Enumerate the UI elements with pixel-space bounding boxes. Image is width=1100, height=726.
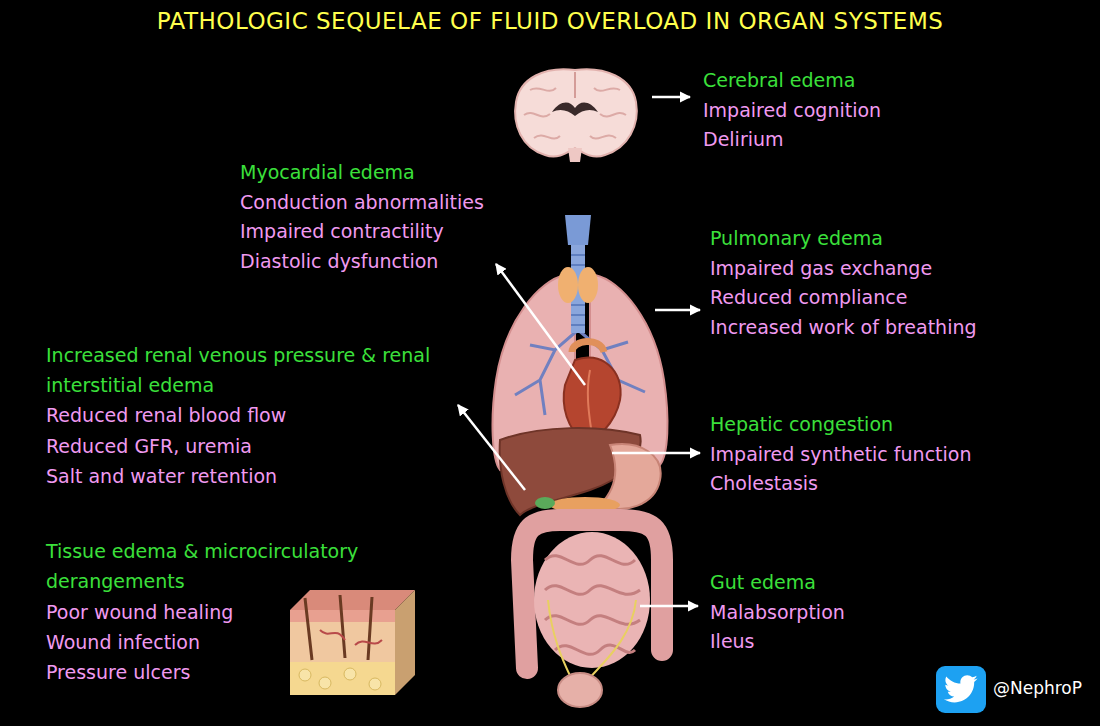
thyroid (558, 267, 598, 303)
callout-heading: Increased renal venous pressure & renal … (46, 340, 506, 400)
skin-block-part (395, 590, 415, 695)
callout-group: Pulmonary edemaImpaired gas exchangeRedu… (710, 224, 977, 343)
brain-part (515, 69, 637, 156)
callout-item: Wound infection (46, 627, 426, 657)
stomach (535, 444, 661, 513)
callout-item: Malabsorption (710, 598, 845, 628)
callout-heading: Myocardial edema (240, 158, 484, 188)
callout-item: Increased work of breathing (710, 313, 977, 343)
callout-item: Impaired gas exchange (710, 254, 977, 284)
callout-group: Cerebral edemaImpaired cognitionDelirium (703, 66, 881, 155)
author-handle: @NephroP (993, 678, 1082, 698)
callout-group: Myocardial edemaConduction abnormalities… (240, 158, 484, 277)
callout-heading: Tissue edema & microcirculatory derangem… (46, 536, 426, 597)
title: PATHOLOGIC SEQUELAE OF FLUID OVERLOAD IN… (0, 8, 1100, 34)
stomach-part (535, 497, 555, 509)
skin-block-part (290, 590, 415, 610)
callout-item: Reduced compliance (710, 283, 977, 313)
leader-arrow-part (458, 405, 525, 490)
thyroid-part (558, 267, 578, 303)
skin-block-part (319, 677, 331, 689)
brain-part (568, 148, 582, 162)
callout-item: Conduction abnormalities (240, 188, 484, 218)
heart-part (572, 341, 604, 352)
callout-heading: Gut edema (710, 568, 845, 598)
intestines-part (522, 520, 662, 668)
brain (515, 69, 637, 162)
callout-item: Delirium (703, 125, 881, 155)
callout-group: Gut edemaMalabsorptionIleus (710, 568, 845, 657)
twitter-icon-part (944, 675, 978, 702)
intestines-part (545, 556, 640, 655)
callout-item: Diastolic dysfunction (240, 247, 484, 277)
callout-item: Cholestasis (710, 469, 971, 499)
skin-block-part (369, 678, 381, 690)
skin-block (290, 590, 415, 695)
callout-heading: Pulmonary edema (710, 224, 977, 254)
callout-item: Salt and water retention (46, 461, 506, 491)
callout-heading: Hepatic congestion (710, 410, 971, 440)
leader-arrow-part (640, 605, 698, 608)
callout-group: Tissue edema & microcirculatory derangem… (46, 536, 426, 687)
callout-item: Reduced GFR, uremia (46, 431, 506, 461)
callout-heading: Cerebral edema (703, 66, 881, 96)
callout-item: Reduced renal blood flow (46, 400, 506, 430)
leader-arrow-part (496, 264, 585, 385)
intestines-part (534, 532, 650, 668)
callout-item: Impaired cognition (703, 96, 881, 126)
leader-arrow (458, 97, 700, 606)
brain-part (524, 88, 626, 139)
skin-block-part (305, 595, 372, 660)
leader-arrow-part (652, 96, 690, 99)
brain-part (574, 72, 576, 98)
callout-group: Hepatic congestionImpaired synthetic fun… (710, 410, 971, 499)
thyroid-part (578, 267, 598, 303)
twitter-icon-part (936, 666, 986, 713)
skin-block-part (320, 630, 382, 645)
skin-block-part (290, 662, 395, 695)
callout-item: Pressure ulcers (46, 657, 426, 687)
callout-item: Impaired contractility (240, 217, 484, 247)
skin-block-part (299, 669, 311, 681)
callout-item: Impaired synthetic function (710, 440, 971, 470)
skin-block-part (344, 668, 356, 680)
heart-part (588, 370, 592, 435)
intestines (522, 520, 662, 707)
leader-arrow-part (655, 309, 700, 312)
intestines-part (548, 600, 636, 680)
leader-arrow-part (612, 452, 700, 455)
callout-item: Poor wound healing (46, 597, 426, 627)
trachea-part (565, 215, 591, 245)
twitter-icon (936, 666, 986, 713)
callout-group: Increased renal venous pressure & renal … (46, 340, 506, 491)
brain-part (552, 102, 598, 116)
intestines-part (558, 673, 602, 707)
callout-item: Ileus (710, 627, 845, 657)
